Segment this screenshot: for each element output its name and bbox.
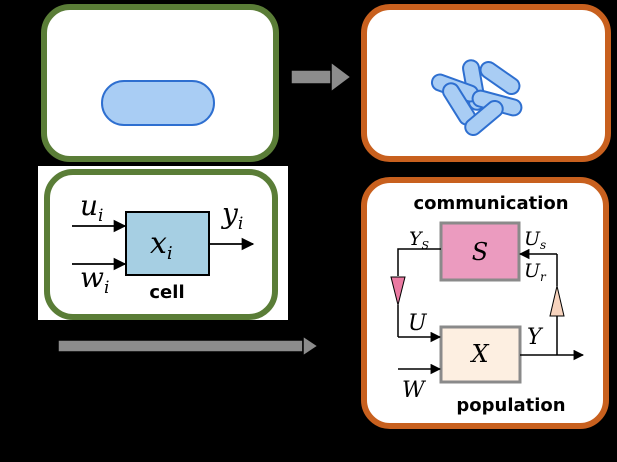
bacteria-population-panel [361, 4, 611, 162]
state-x-label: xi [150, 226, 173, 264]
input-u-label: ui [80, 189, 103, 226]
bacteria-cluster-icon [430, 59, 523, 136]
coupling-label: U [408, 311, 428, 336]
population-block-label: X [469, 340, 489, 368]
population-caption: population [456, 395, 565, 416]
pink-gain-triangle [390, 276, 406, 306]
population-output-label: Y [527, 325, 544, 350]
input-w-label: wi [80, 261, 109, 298]
signal-input-bottom-label: Ur [524, 260, 547, 284]
signal-output-wire [397, 248, 441, 276]
cell-caption: cell [149, 282, 184, 303]
signal-output-label: YS [409, 228, 430, 252]
population-model-panel [361, 177, 609, 429]
aggregate-arrow-icon [57, 334, 320, 358]
signal-block-label: S [472, 238, 488, 266]
population-block [439, 325, 522, 384]
bacterium-icon [101, 80, 215, 126]
peach-gain-triangle [549, 285, 565, 317]
output-y-label: yi [220, 197, 243, 234]
grow-arrow-icon [290, 60, 353, 94]
signal-block [439, 221, 521, 282]
external-input-label: W [402, 378, 427, 403]
signal-input-top-label: Us [524, 228, 546, 252]
communication-title: communication [413, 193, 568, 214]
cell-state-block [125, 211, 210, 276]
